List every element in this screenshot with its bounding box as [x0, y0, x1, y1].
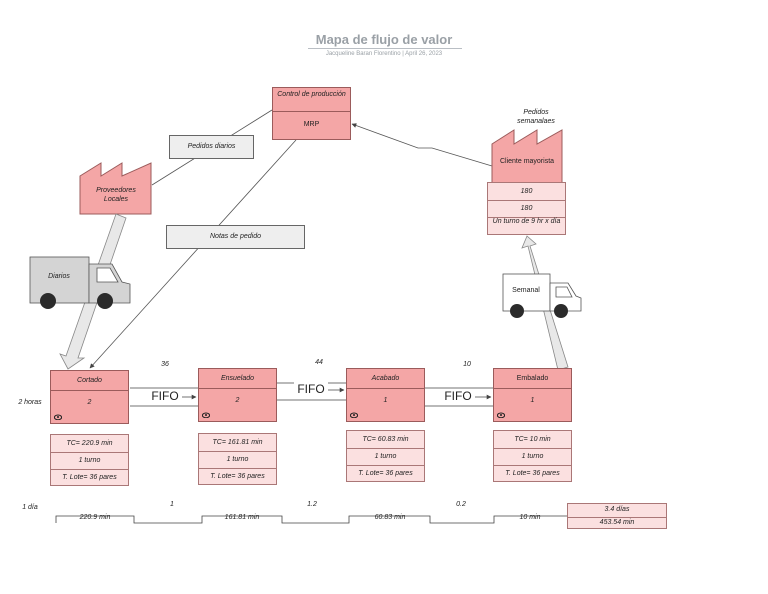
- timeline-process: 220.9 min: [79, 514, 111, 521]
- fifo-label: FIFO: [148, 389, 182, 403]
- supplier-label: Proveedores Locales: [96, 187, 136, 203]
- total-process-time: 453.54 min: [599, 519, 635, 526]
- mrp-label: MRP: [303, 121, 320, 128]
- title-divider: [308, 48, 462, 49]
- cycle-time: TC= 220.9 min: [51, 435, 128, 453]
- process-name: Embalado: [494, 369, 571, 389]
- electronic-info-arrow-icon: [351, 123, 493, 167]
- operator-icon: [202, 412, 210, 418]
- customer-label: Cliente mayorista: [499, 158, 555, 165]
- process-value: 1: [383, 397, 388, 404]
- timeline-process: 60.83 min: [374, 514, 406, 521]
- process-data-box: TC= 60.83 min 1 turno T. Lote= 36 pares: [346, 430, 425, 482]
- page-subtitle: Jacqueline Baran Florentino | April 26, …: [325, 51, 443, 57]
- shift-count: 1 turno: [347, 448, 424, 466]
- operator-icon: [350, 412, 358, 418]
- order-notes-note: Notas de pedido: [166, 225, 305, 249]
- daily-orders-note: Pedidos diarios: [169, 135, 254, 159]
- timeline-process: 161.81 min: [224, 514, 260, 521]
- timeline-line: [55, 515, 567, 524]
- timeline-wait: 1: [170, 501, 174, 508]
- customer-data-box: 180 180 Un turno de 9 hr x día: [487, 182, 566, 235]
- cycle-time: TC= 10 min: [494, 431, 571, 449]
- process-name: Acabado: [347, 369, 424, 389]
- supplier-truck-label: Diarios: [48, 273, 70, 280]
- customer-data-cell: Un turno de 9 hr x día: [492, 218, 561, 225]
- shift-count: 1 turno: [51, 452, 128, 470]
- customer-truck-label: Semanal: [512, 287, 540, 294]
- inventory-count: 44: [315, 359, 323, 366]
- factory-icon: [79, 162, 152, 215]
- process-box: Cortado 2: [50, 370, 129, 424]
- process-data-box: TC= 220.9 min 1 turno T. Lote= 36 pares: [50, 434, 129, 486]
- process-box: Ensuelado 2: [198, 368, 277, 422]
- process-box: Acabado 1: [346, 368, 425, 422]
- cycle-time: TC= 161.81 min: [199, 434, 276, 452]
- process-name: Cortado: [51, 371, 128, 391]
- fifo-label: FIFO: [294, 382, 328, 396]
- inventory-count: 10: [463, 361, 471, 368]
- customer-data-cell: 180: [488, 200, 565, 218]
- hours-label: 2 horas: [18, 399, 42, 406]
- process-value: 1: [530, 397, 535, 404]
- info-line-cortado: [89, 139, 297, 369]
- process-value: 2: [235, 397, 240, 404]
- process-name: Ensuelado: [199, 369, 276, 389]
- timeline-wait: 0.2: [456, 501, 466, 508]
- process-data-box: TC= 161.81 min 1 turno T. Lote= 36 pares: [198, 433, 277, 485]
- lot-size: T. Lote= 36 pares: [505, 470, 560, 477]
- operator-icon: [497, 412, 505, 418]
- day-label: 1 día: [22, 504, 38, 511]
- customer-orders-label: Pedidos semanalaes: [517, 109, 555, 125]
- factory-icon: [491, 129, 563, 184]
- process-data-box: TC= 10 min 1 turno T. Lote= 36 pares: [493, 430, 572, 482]
- production-control-title: Control de producción: [273, 88, 350, 112]
- inventory-count: 36: [161, 361, 169, 368]
- timeline-process: 10 min: [519, 514, 541, 521]
- production-control-box: Control de producción MRP: [272, 87, 351, 140]
- timeline-wait: 1.2: [307, 501, 317, 508]
- truck-icon: [29, 256, 131, 309]
- operator-icon: [54, 414, 62, 420]
- truck-icon: [502, 273, 582, 318]
- total-lead-time: 3.4 días: [568, 504, 666, 518]
- lot-size: T. Lote= 36 pares: [62, 474, 117, 481]
- timeline-totals-box: 3.4 días 453.54 min: [567, 503, 667, 529]
- shift-count: 1 turno: [494, 448, 571, 466]
- process-value: 2: [87, 399, 92, 406]
- cycle-time: TC= 60.83 min: [347, 431, 424, 449]
- customer-data-cell: 180: [488, 183, 565, 201]
- fifo-label: FIFO: [441, 389, 475, 403]
- lot-size: T. Lote= 36 pares: [210, 473, 265, 480]
- process-box: Embalado 1: [493, 368, 572, 422]
- shift-count: 1 turno: [199, 451, 276, 469]
- lot-size: T. Lote= 36 pares: [358, 470, 413, 477]
- fifo-lane: [425, 387, 493, 407]
- page-title: Mapa de flujo de valor: [315, 32, 453, 47]
